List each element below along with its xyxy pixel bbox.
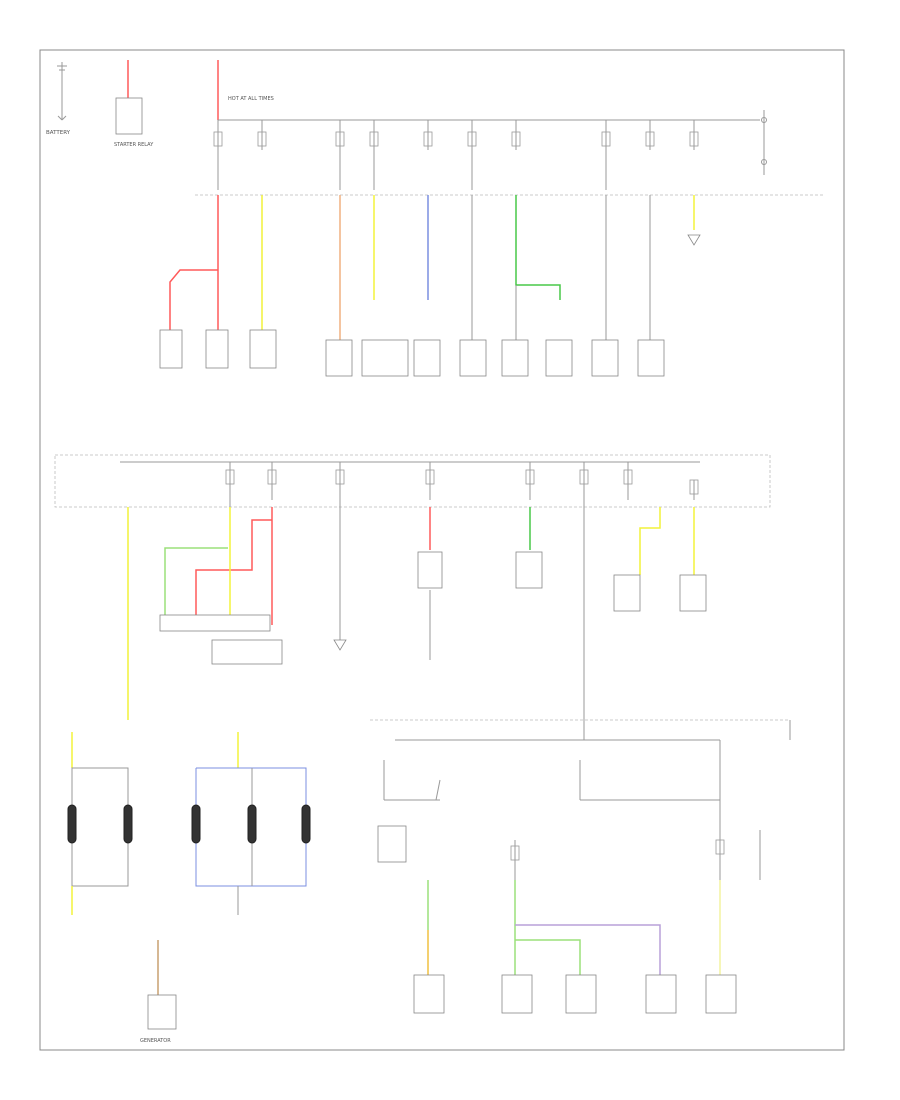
circuits-row-2 bbox=[127, 507, 695, 720]
battery-label: BATTERY bbox=[46, 130, 71, 136]
diagram-frame bbox=[39, 49, 845, 1051]
circuits-bottom bbox=[427, 880, 721, 975]
junction-box-bracket-right bbox=[759, 720, 791, 880]
fuses-row-1 bbox=[213, 131, 699, 147]
battery-symbol bbox=[57, 62, 67, 121]
circuits-row-1 bbox=[169, 195, 701, 340]
components-bottom bbox=[413, 974, 737, 1014]
generator bbox=[147, 940, 177, 1030]
fuses-row-2 bbox=[225, 469, 699, 495]
generator-label: GENERATOR bbox=[140, 1038, 171, 1044]
components-row-1 bbox=[159, 329, 665, 377]
lower-relay-section bbox=[370, 719, 790, 900]
junction-box-2-border bbox=[54, 454, 771, 508]
junction-box-contacts-top bbox=[730, 110, 767, 175]
fuse-drops-row-1 bbox=[217, 120, 695, 190]
fuel-injectors bbox=[67, 732, 311, 915]
hot-at-all-times-label: HOT AT ALL TIMES bbox=[228, 96, 274, 102]
starter-relay-label: STARTER RELAY bbox=[114, 142, 154, 148]
components-row-2 bbox=[159, 551, 707, 665]
starter-relay bbox=[115, 97, 143, 135]
